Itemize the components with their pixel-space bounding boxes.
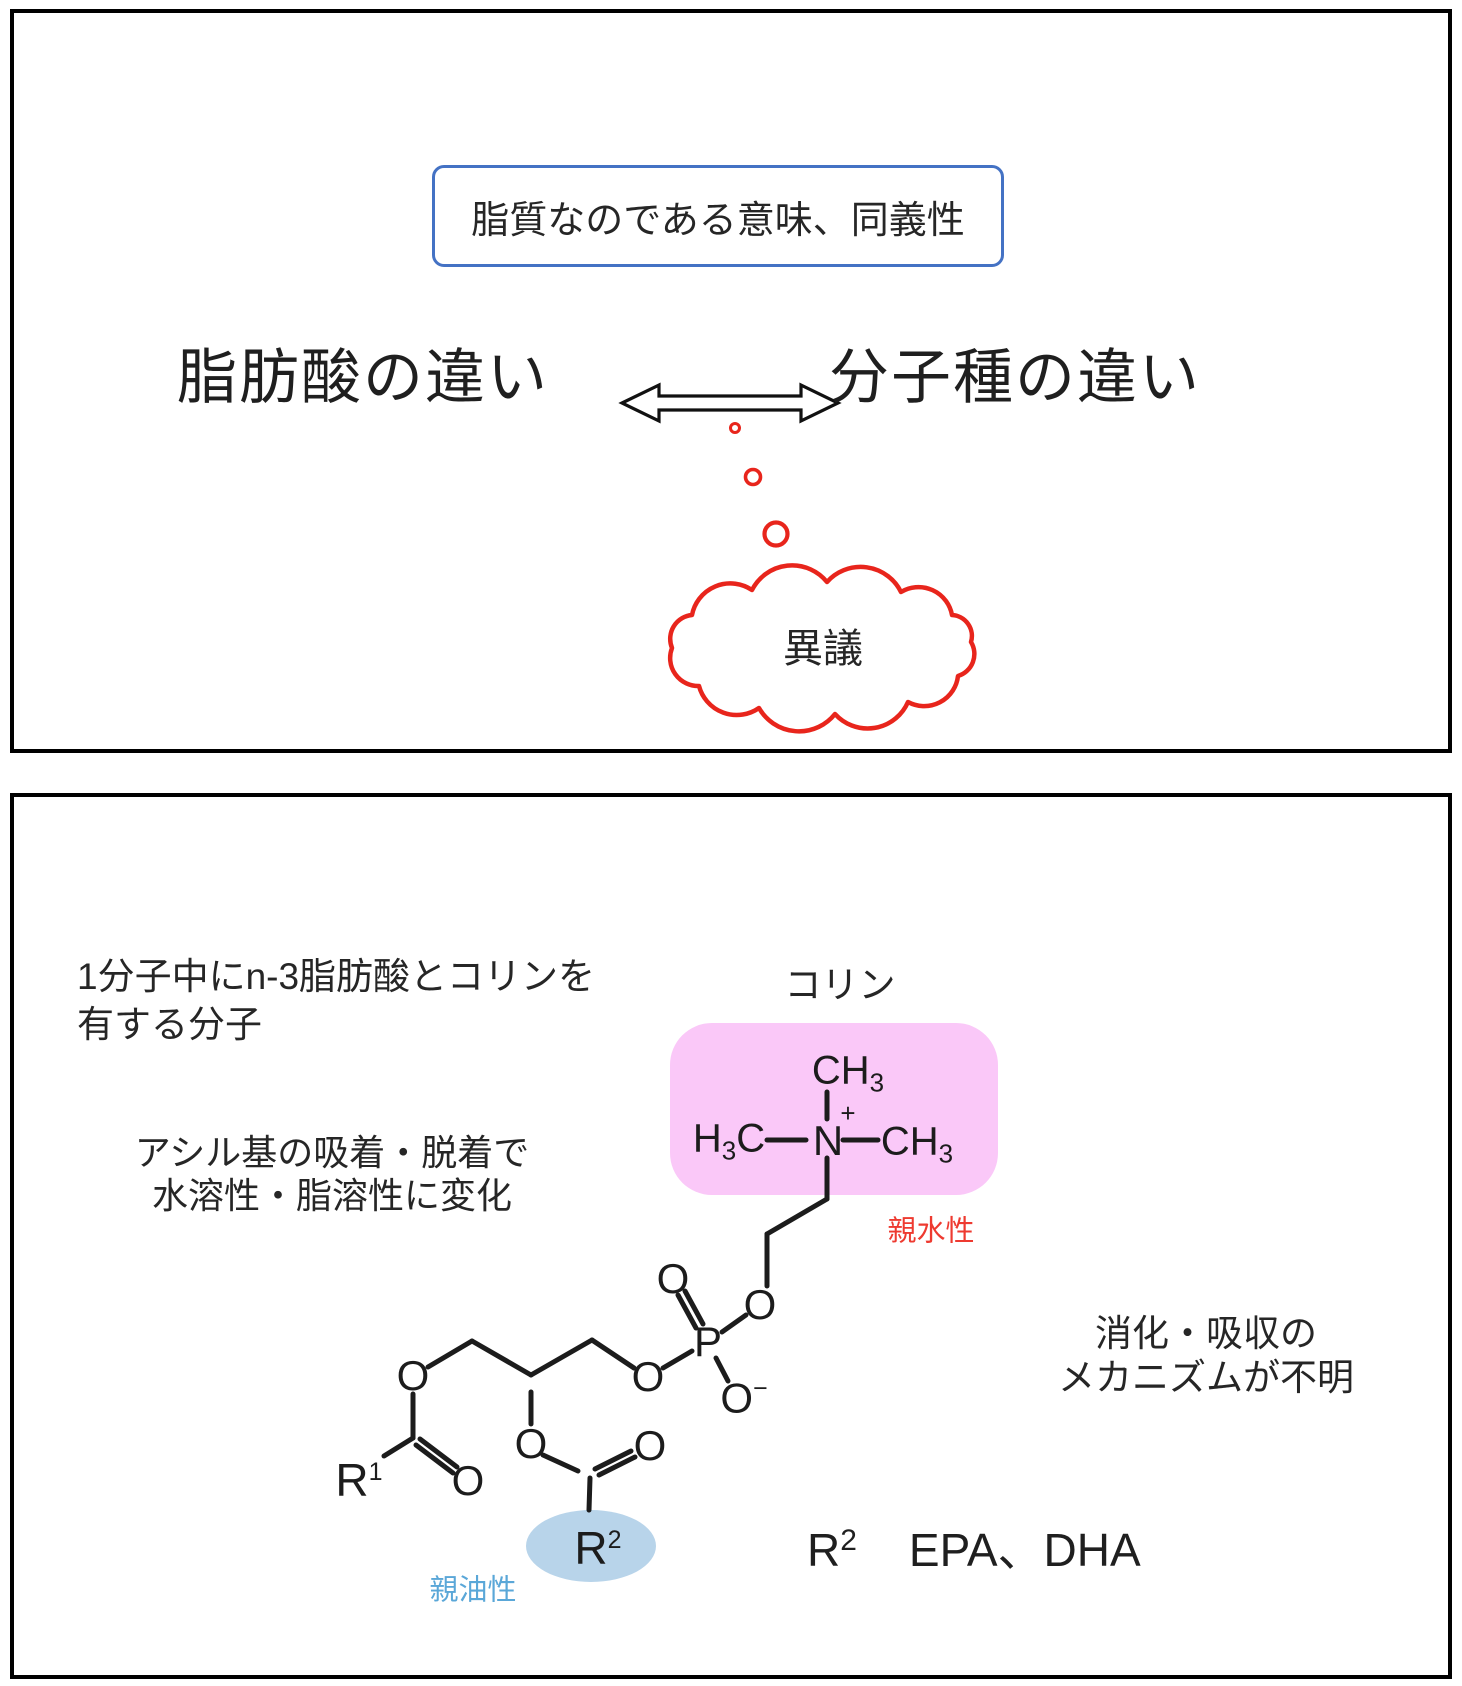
thought-dot-medium	[743, 467, 763, 487]
intro-line-1: 1分子中にn-3脂肪酸とコリンを	[77, 956, 596, 997]
hydrophilic-label: 親水性	[887, 1215, 975, 1248]
choline-label: コリン	[784, 964, 896, 1006]
choline-highlight-box	[670, 1023, 998, 1195]
r2-note-sup: 2	[840, 1524, 857, 1557]
nitrogen-plus-charge: +	[840, 1098, 856, 1128]
r2-note-values: EPA、DHA	[908, 1524, 1141, 1576]
atom-ch3-right: CH3	[880, 1119, 954, 1169]
acyl-line-1: アシル基の吸着・脱着で	[134, 1132, 530, 1173]
intro-line-2: 有する分子	[77, 1004, 262, 1045]
thought-dot-large	[762, 520, 790, 548]
atom-ch3-top: CH3	[811, 1048, 885, 1098]
right-term: 分子種の違い	[829, 344, 1201, 411]
digestion-line-1: 消化・吸収の	[1095, 1313, 1317, 1354]
r2-note: R2 EPA、DHA	[807, 1514, 1141, 1580]
title-box-label: 脂質なのである意味、同義性	[471, 199, 965, 242]
atom-o-glycerol-right: O	[631, 1353, 665, 1400]
atom-o-minus: O−	[720, 1374, 768, 1422]
atom-o-ester2-double: O	[633, 1422, 667, 1469]
atom-nitrogen: N	[812, 1117, 844, 1164]
atom-o-middle: O	[514, 1420, 548, 1467]
double-arrow	[618, 382, 842, 424]
atom-o-glycerol-left: O	[396, 1352, 430, 1399]
atom-o-ester1-double: O	[451, 1457, 485, 1504]
thought-cloud	[667, 563, 977, 734]
r2-highlight-ellipse	[526, 1510, 656, 1582]
thought-dot-small	[729, 422, 741, 434]
slide-2-frame	[10, 793, 1452, 1679]
left-term: 脂肪酸の違い	[177, 344, 549, 411]
lipophilic-label: 親油性	[429, 1574, 517, 1607]
intro-text: 1分子中にn-3脂肪酸とコリンを 有する分子	[77, 953, 595, 1049]
r2-note-r: R	[807, 1524, 841, 1576]
atom-r2: R2	[574, 1522, 622, 1574]
atom-phosphorus: P	[693, 1318, 723, 1365]
digestion-line-2: メカニズムが不明	[1058, 1357, 1354, 1398]
atom-o-phosphate-double: O	[656, 1255, 690, 1302]
atom-r1: R1	[335, 1454, 383, 1506]
digestion-text: 消化・吸収の メカニズムが不明	[1040, 1312, 1372, 1400]
title-box: 脂質なのである意味、同義性	[432, 165, 1004, 267]
atom-o-choline: O	[743, 1281, 777, 1328]
acyl-line-2: 水溶性・脂溶性に変化	[151, 1175, 512, 1216]
molecule-bonds	[381, 1089, 881, 1513]
acyl-text: アシル基の吸着・脱着で 水溶性・脂溶性に変化	[130, 1131, 534, 1217]
atom-h3c-left: H3C	[692, 1116, 766, 1166]
bubble-text: 異議	[783, 627, 863, 671]
